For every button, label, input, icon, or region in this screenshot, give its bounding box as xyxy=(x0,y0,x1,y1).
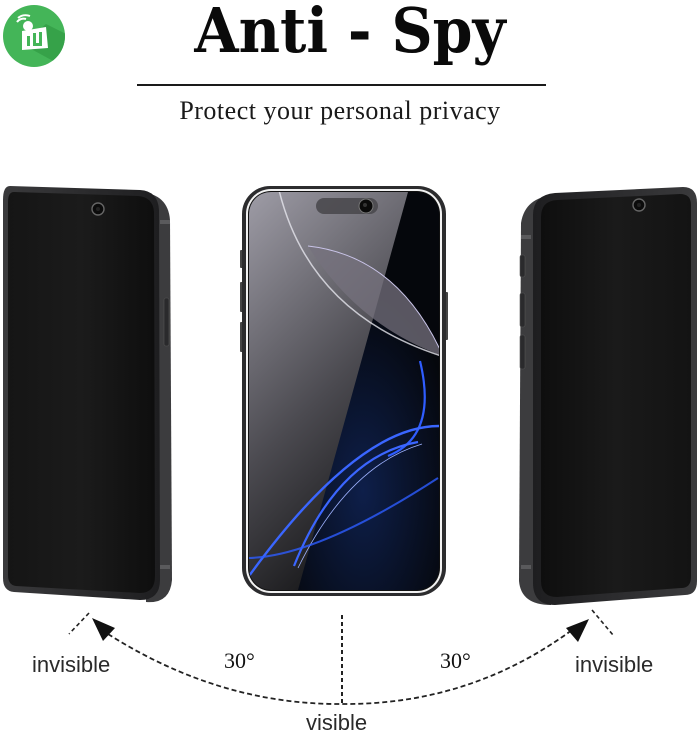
brand-logo-icon xyxy=(3,5,65,67)
left-boundary-line xyxy=(68,612,90,635)
right-arrow-icon xyxy=(566,619,589,642)
right-angle-label: 30° xyxy=(440,648,471,673)
left-invisible-label: invisible xyxy=(32,652,111,677)
right-boundary-line xyxy=(591,609,614,636)
title-divider xyxy=(137,84,546,86)
viewing-arc xyxy=(107,629,573,705)
left-angle-label: 30° xyxy=(224,648,255,673)
center-visible-label: visible xyxy=(306,710,368,733)
page-title: Anti - Spy xyxy=(194,0,506,67)
left-phone-dark-screen xyxy=(3,186,172,603)
right-invisible-label: invisible xyxy=(575,652,654,677)
page-subtitle: Protect your personal privacy xyxy=(179,96,501,125)
right-phone-dark-screen xyxy=(519,187,697,605)
center-phone-visible-screen xyxy=(240,186,448,596)
left-arrow-icon xyxy=(92,618,115,641)
